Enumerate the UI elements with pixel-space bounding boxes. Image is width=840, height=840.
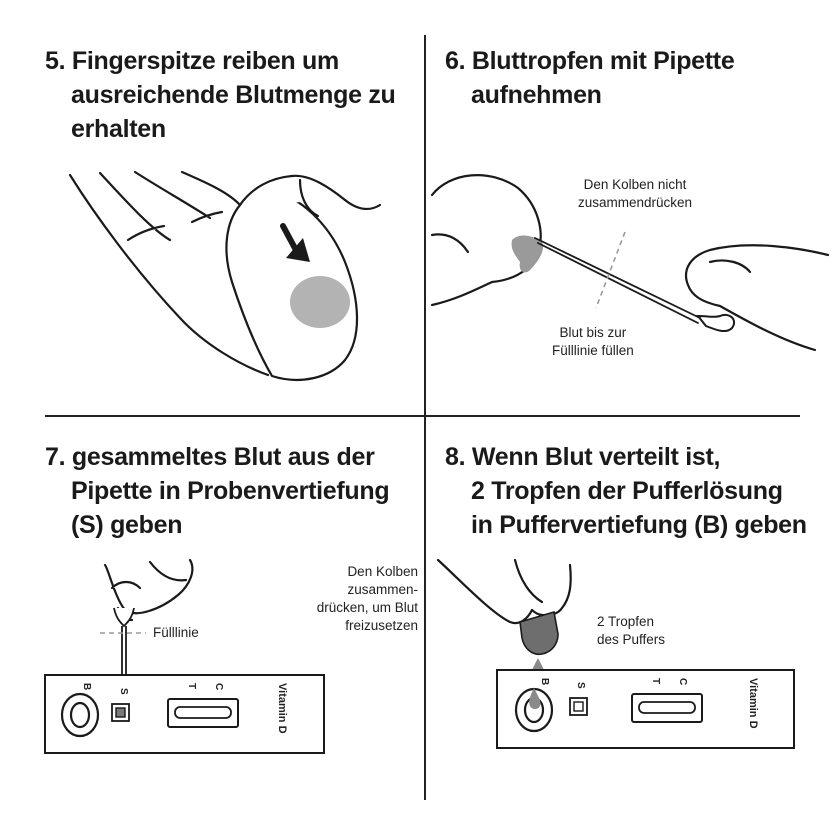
cassette-label-b-8: B <box>539 678 550 685</box>
sample-dispense-illustration: B S T C Vitamin D <box>44 558 325 754</box>
test-cassette-step-8 <box>496 669 795 749</box>
fill-note: Blut bis zur Fülllinie füllen <box>552 324 634 360</box>
blood-spot <box>290 276 350 328</box>
cassette-label-b-7: B <box>81 683 92 690</box>
step-5-title: 5. Fingerspitze reiben um ausreichende B… <box>45 44 396 146</box>
step-5-title-line-2: ausreichende Blutmenge zu <box>71 81 396 109</box>
step-8-title: 8. Wenn Blut verteilt ist, 2 Tropfen der… <box>445 440 807 542</box>
fill-line-label: Fülllinie <box>153 625 199 640</box>
step-7-title-line-2: Pipette in Probenvertiefung <box>71 477 390 505</box>
step-6-title-line-1: 6. Bluttropfen mit Pipette <box>445 47 735 75</box>
cassette-label-s-8: S <box>575 682 586 689</box>
vertical-divider <box>424 35 426 800</box>
squeeze-note-line-4: freizusetzen <box>345 618 418 633</box>
squeeze-note-line-3: drücken, um Blut <box>316 600 418 615</box>
step-7-title-line-3: (S) geben <box>71 511 183 539</box>
cassette-label-s-7: S <box>118 688 129 695</box>
finger-rubbing-illustration <box>68 170 382 382</box>
step-6-title-line-2: aufnehmen <box>471 81 602 109</box>
step-7-title: 7. gesammeltes Blut aus der Pipette in P… <box>45 440 390 542</box>
squeeze-note-line-2: zusammen- <box>347 582 418 597</box>
drops-note-line-1: 2 Tropfen <box>597 614 655 629</box>
squeeze-note: Den Kolben zusammen- drücken, um Blut fr… <box>290 563 418 635</box>
cassette-label-c-7: C <box>213 683 224 690</box>
cassette-label-t-7: T <box>186 683 197 689</box>
plunger-note-line-1: Den Kolben nicht <box>583 177 687 192</box>
cassette-brand-8: Vitamin D <box>747 678 759 729</box>
squeeze-note-line-1: Den Kolben <box>347 564 418 579</box>
cassette-label-c-8: C <box>677 678 688 685</box>
buffer-dispense-illustration: B S T C Vitamin D <box>436 558 795 749</box>
step-5-title-line-1: 5. Fingerspitze reiben um <box>45 47 339 75</box>
pipette-pickup-illustration <box>430 174 830 352</box>
fill-note-line-1: Blut bis zur <box>559 325 627 340</box>
drops-note-line-2: des Puffers <box>597 632 666 647</box>
step-5-title-line-3: erhalten <box>71 115 166 143</box>
step-7-title-line-1: 7. gesammeltes Blut aus der <box>45 443 375 471</box>
cassette-label-t-8: T <box>650 678 661 684</box>
plunger-note: Den Kolben nicht zusammendrücken <box>578 176 692 212</box>
drops-note: 2 Tropfen des Puffers <box>597 613 665 649</box>
step-8-title-line-3: in Puffervertiefung (B) geben <box>471 511 807 539</box>
cassette-brand-7: Vitamin D <box>276 683 288 734</box>
test-cassette-step-7 <box>44 674 325 754</box>
down-arrow-icon <box>280 223 310 262</box>
step-8-title-line-1: 8. Wenn Blut verteilt ist, <box>445 443 721 471</box>
plunger-note-line-2: zusammendrücken <box>578 195 693 210</box>
horizontal-divider <box>45 415 800 417</box>
fill-note-line-2: Fülllinie füllen <box>552 343 634 358</box>
step-8-title-line-2: 2 Tropfen der Pufferlösung <box>471 477 783 505</box>
step-6-title: 6. Bluttropfen mit Pipette aufnehmen <box>445 44 735 112</box>
